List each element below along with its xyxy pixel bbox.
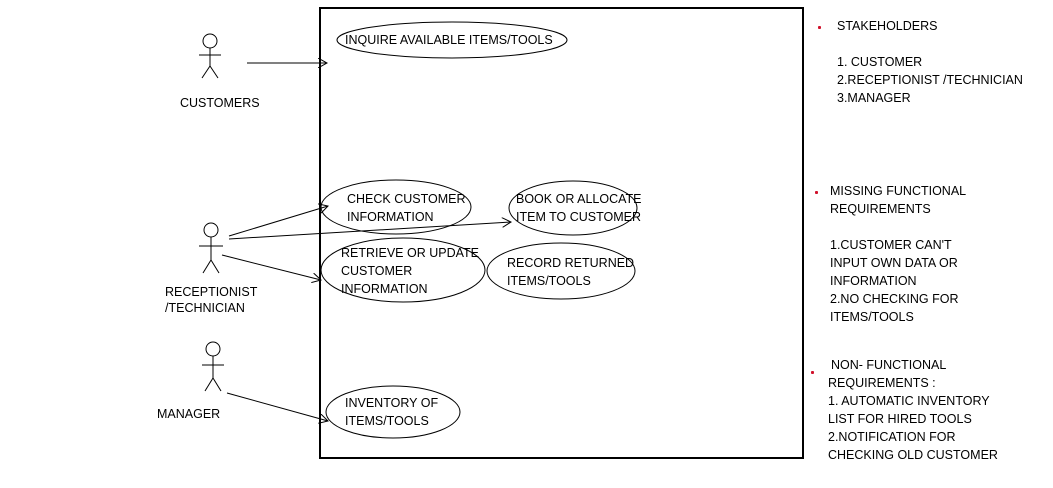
note-title: STAKEHOLDERS xyxy=(837,19,938,33)
stakeholders-note: STAKEHOLDERS 1. CUSTOMER 2.RECEPTIONIST … xyxy=(837,17,1023,107)
note-item: CHECKING OLD CUSTOMER xyxy=(828,448,998,462)
association-arrow xyxy=(221,254,321,280)
note-item: ITEMS/TOOLS xyxy=(830,310,914,324)
use-case-label: CUSTOMER xyxy=(341,264,412,278)
use-case-label: ITEMS/TOOLS xyxy=(507,274,591,288)
use-case-label: ITEMS/TOOLS xyxy=(345,414,429,428)
note-title: REQUIREMENTS xyxy=(830,202,931,216)
stick-figure-icon xyxy=(199,33,221,79)
note-item: 2.NO CHECKING FOR xyxy=(830,292,959,306)
use-case-label: INFORMATION xyxy=(347,210,434,224)
use-case-record-returned: RECORD RETURNED ITEMS/TOOLS xyxy=(486,242,636,300)
association-arrow xyxy=(228,222,511,240)
actor-label: /TECHNICIAN xyxy=(165,301,245,315)
association-arrow xyxy=(228,206,328,237)
actor-customers: CUSTOMERS xyxy=(180,33,260,110)
note-item: INPUT OWN DATA OR xyxy=(830,256,958,270)
use-case-label: BOOK OR ALLOCATE xyxy=(516,192,642,206)
bullet-icon xyxy=(818,26,821,29)
actor-receptionist: RECEPTIONIST /TECHNICIAN xyxy=(165,222,258,315)
use-case-book-allocate: BOOK OR ALLOCATE ITEM TO CUSTOMER xyxy=(508,180,642,236)
use-case-label: INVENTORY OF xyxy=(345,396,438,410)
note-title: NON- FUNCTIONAL xyxy=(831,358,947,372)
bullet-icon xyxy=(815,191,818,194)
actor-manager: MANAGER xyxy=(157,341,224,421)
use-case-inventory: INVENTORY OF ITEMS/TOOLS xyxy=(325,385,461,439)
note-item: 1. AUTOMATIC INVENTORY xyxy=(828,394,990,408)
note-title: REQUIREMENTS : xyxy=(828,376,936,390)
note-item: LIST FOR HIRED TOOLS xyxy=(828,412,972,426)
use-case-label: INFORMATION xyxy=(341,282,428,296)
use-case-label: RECORD RETURNED xyxy=(507,256,634,270)
associations xyxy=(221,63,511,421)
bullet-icon xyxy=(811,371,814,374)
note-item: 2.NOTIFICATION FOR xyxy=(828,430,956,444)
use-case-label: ITEM TO CUSTOMER xyxy=(516,210,641,224)
use-case-label: RETRIEVE OR UPDATE xyxy=(341,246,479,260)
association-arrow xyxy=(226,392,328,421)
use-case-retrieve-update: RETRIEVE OR UPDATE CUSTOMER INFORMATION xyxy=(320,237,486,303)
actor-label: MANAGER xyxy=(157,407,220,421)
note-item: 2.RECEPTIONIST /TECHNICIAN xyxy=(837,73,1023,87)
actor-label: CUSTOMERS xyxy=(180,96,260,110)
non-functional-note: NON- FUNCTIONAL REQUIREMENTS : 1. AUTOMA… xyxy=(828,356,998,464)
note-item: INFORMATION xyxy=(830,274,917,288)
system-boundary xyxy=(319,7,804,459)
missing-functional-note: MISSING FUNCTIONAL REQUIREMENTS 1.CUSTOM… xyxy=(830,182,966,326)
use-case-label: INQUIRE AVAILABLE ITEMS/TOOLS xyxy=(345,33,553,47)
use-case-inquire: INQUIRE AVAILABLE ITEMS/TOOLS xyxy=(336,21,568,59)
note-item: 3.MANAGER xyxy=(837,91,911,105)
use-case-label: CHECK CUSTOMER xyxy=(347,192,466,206)
actor-label: RECEPTIONIST xyxy=(165,285,258,299)
note-title: MISSING FUNCTIONAL xyxy=(830,184,967,198)
note-item: 1.CUSTOMER CAN'T xyxy=(830,238,952,252)
stick-figure-icon xyxy=(199,222,223,274)
note-item: 1. CUSTOMER xyxy=(837,55,923,69)
stick-figure-icon xyxy=(202,341,224,392)
